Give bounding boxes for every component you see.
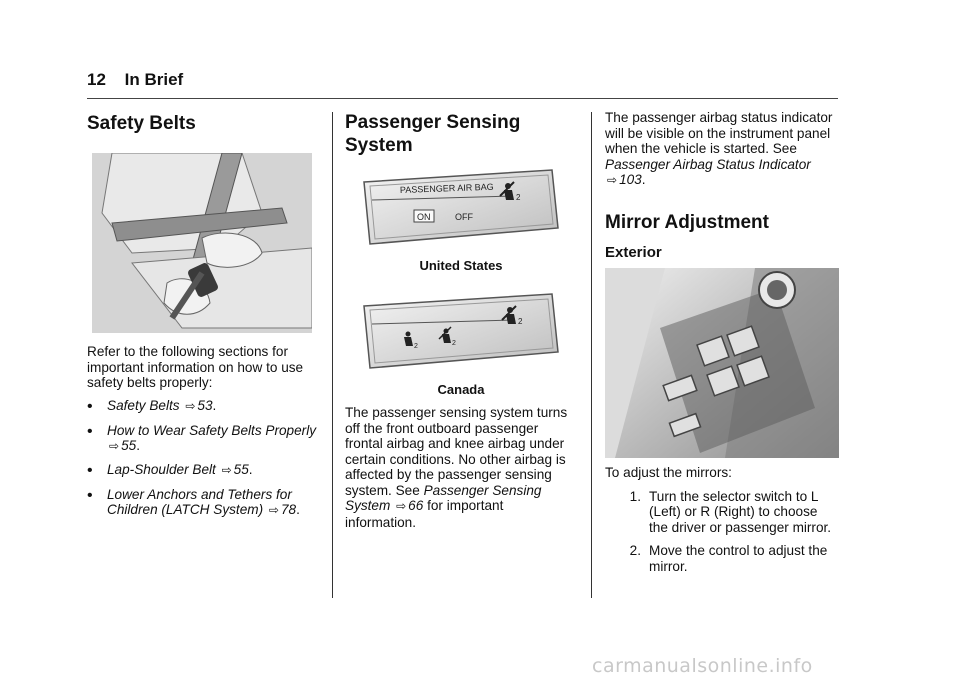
column-passenger-sensing: Passenger Sensing System [345, 106, 577, 157]
column-divider-2 [591, 112, 592, 598]
heading-mirror-adjustment: Mirror Adjustment [605, 211, 769, 233]
column-divider-1 [332, 112, 333, 598]
mirror-lead: To adjust the mirrors: [605, 465, 732, 480]
us-panel-off: OFF [455, 212, 473, 222]
page-header: 12 In Brief [87, 70, 183, 90]
column-safety-belts: Safety Belts [87, 106, 321, 135]
safety-belt-illustration [92, 153, 312, 333]
column-mirror: The passenger airbag status indicator wi… [605, 110, 839, 261]
heading-safety-belts: Safety Belts [87, 113, 196, 134]
section-title: In Brief [124, 70, 184, 89]
ref-link[interactable]: Safety Belts [107, 397, 180, 413]
ref-link[interactable]: Passenger Sensing System [345, 482, 542, 514]
list-item: 1. Turn the selector switch to L (Left) … [629, 488, 832, 535]
safety-belts-intro: Refer to the following sections for impo… [87, 344, 304, 390]
safety-belts-text: Refer to the following sections for impo… [87, 344, 321, 519]
ref-page[interactable]: 55 [121, 438, 137, 453]
list-item: • How to Wear Safety Belts Properly ⇨55. [87, 422, 317, 454]
mirror-control-illustration [605, 268, 839, 458]
ref-link[interactable]: Lap-Shoulder Belt [107, 461, 216, 477]
page-ref-icon: ⇨ [607, 173, 618, 187]
airbag-off-icon: 2 [501, 305, 523, 326]
page-ref-icon: ⇨ [109, 439, 120, 453]
list-item: • Lap-Shoulder Belt ⇨55. [87, 461, 253, 479]
airbag-off-icon: 2 [499, 181, 521, 202]
ref-page[interactable]: 66 [408, 498, 424, 513]
airbag-off-icon: 2 [438, 326, 456, 347]
svg-text:2: 2 [452, 340, 456, 347]
airbag-on-icon: 2 [404, 331, 418, 350]
page-ref-icon: ⇨ [396, 499, 407, 513]
svg-text:2: 2 [414, 343, 418, 350]
ref-page[interactable]: 78 [280, 502, 297, 517]
page-ref-icon: ⇨ [185, 398, 196, 413]
us-panel-on: ON [417, 212, 431, 222]
canada-indicator-panel: 2 2 2 [362, 292, 560, 370]
svg-text:2: 2 [516, 193, 521, 202]
caption-united-states: United States [419, 258, 503, 273]
watermark: carmanualsonline.info [592, 655, 813, 677]
mirror-instructions: To adjust the mirrors: 1. Turn the selec… [605, 465, 839, 574]
page-number: 12 [87, 70, 106, 89]
list-item: 2. Move the control to adjust the mirror… [629, 543, 828, 574]
us-indicator-panel: PASSENGER AIR BAG ON OFF 2 [362, 168, 560, 246]
ref-link[interactable]: Passenger Airbag Status Indicator [605, 156, 811, 172]
list-item: • Lower Anchors and Tethers for Children… [87, 486, 300, 518]
heading-passenger-sensing: Passenger Sensing System [345, 112, 521, 156]
page-ref-icon: ⇨ [268, 503, 279, 517]
passenger-sensing-body: The passenger sensing system turns off t… [345, 405, 568, 530]
heading-exterior: Exterior [605, 243, 662, 261]
svg-text:2: 2 [518, 317, 523, 326]
page-ref-icon: ⇨ [221, 462, 232, 477]
ref-page[interactable]: 55 [233, 461, 249, 477]
us-panel-label: PASSENGER AIR BAG [400, 182, 494, 195]
ref-link[interactable]: Lower Anchors and Tethers for Children (… [107, 486, 292, 518]
header-rule [87, 98, 838, 99]
caption-canada: Canada [437, 382, 485, 397]
ref-page[interactable]: 53 [197, 397, 213, 413]
ref-page[interactable]: 103 [619, 172, 642, 187]
ref-link[interactable]: How to Wear Safety Belts Properly [107, 422, 317, 438]
list-item: • Safety Belts ⇨53. [87, 397, 217, 415]
